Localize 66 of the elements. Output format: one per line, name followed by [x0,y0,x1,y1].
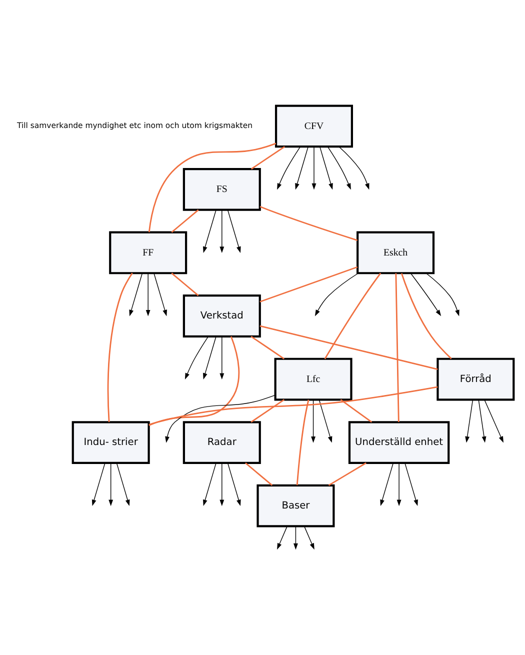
connector [296,400,310,486]
arrow [165,394,276,443]
node-box: Lfc [274,358,352,401]
connector [107,272,133,422]
arrow [220,462,224,506]
connector [148,336,240,426]
node-box: Radar [182,421,261,464]
arrow [426,272,460,316]
connector [250,399,285,423]
arrow [108,462,114,506]
arrow [295,146,308,190]
arrow [314,272,359,316]
arrow [154,273,167,316]
connector [328,462,366,486]
arrow [318,400,332,443]
arrow [410,272,442,316]
arrow [311,400,316,443]
node-box: Indu- strier [72,421,150,464]
node-box: FS [182,168,261,211]
arrow [227,210,241,253]
arrow [327,146,351,190]
arrow [396,462,402,506]
arrow [220,210,224,254]
connector [260,325,438,370]
connector [245,462,273,486]
connector [324,272,382,360]
arrow [203,462,216,506]
connector [340,399,372,423]
connector [250,146,285,170]
node-box: Eskch [356,231,435,274]
arrow [312,146,316,190]
node-box: FF [109,231,188,274]
arrow [404,462,418,506]
arrow [484,400,504,443]
arrow [320,146,333,190]
arrow [92,462,106,506]
arrow [203,210,216,253]
arrow [277,526,288,550]
connector [171,272,199,296]
arrow [146,273,150,316]
connector [395,273,400,422]
connector [148,142,276,232]
node-box: Förråd [436,358,515,401]
arrow [116,462,130,506]
arrow [129,273,143,316]
arrow [338,146,370,190]
arrow [478,400,486,443]
node-box: CFV [274,104,353,148]
connector [260,206,358,241]
connector [250,336,284,360]
arrow [227,462,241,506]
arrow [203,336,216,380]
node-box: Verkstad [182,294,261,338]
node-box: Baser [256,484,335,528]
arrow [184,336,209,380]
connector [400,273,452,360]
connector [171,209,199,233]
arrow [304,526,314,550]
arrow [294,526,298,550]
connector [260,266,358,302]
node-box: Underställd enhet [348,421,450,464]
arrow [380,462,394,506]
arrow [277,146,301,190]
arrow [465,400,474,443]
arrow [220,336,224,380]
connector [148,386,438,426]
